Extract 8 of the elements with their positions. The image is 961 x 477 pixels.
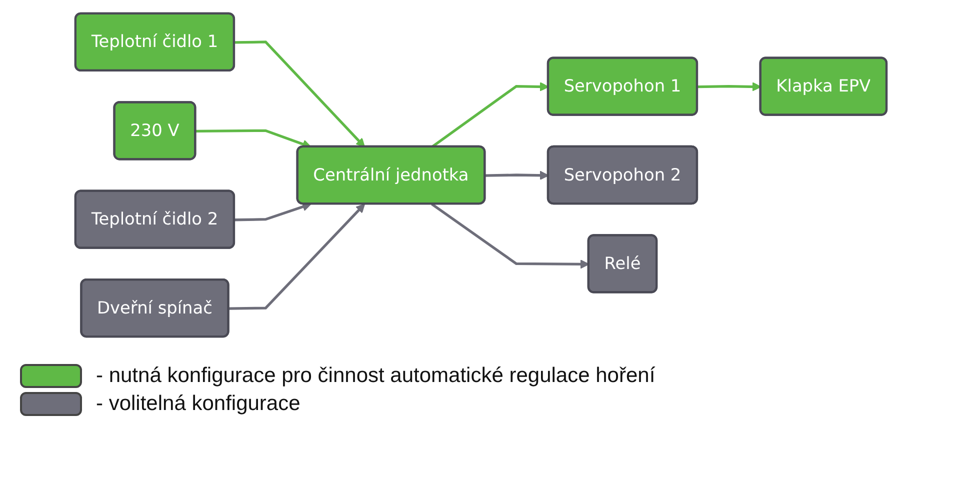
arrow — [234, 40, 365, 148]
arrow — [484, 170, 548, 180]
arrow — [228, 204, 365, 310]
legend-text: - nutná konfigurace pro činnost automatické regulace hoření — [96, 364, 656, 388]
arrow — [430, 202, 589, 269]
legend-text: - volitelná konfigurace — [96, 392, 300, 416]
arrow — [697, 82, 761, 92]
arrow — [234, 202, 311, 222]
